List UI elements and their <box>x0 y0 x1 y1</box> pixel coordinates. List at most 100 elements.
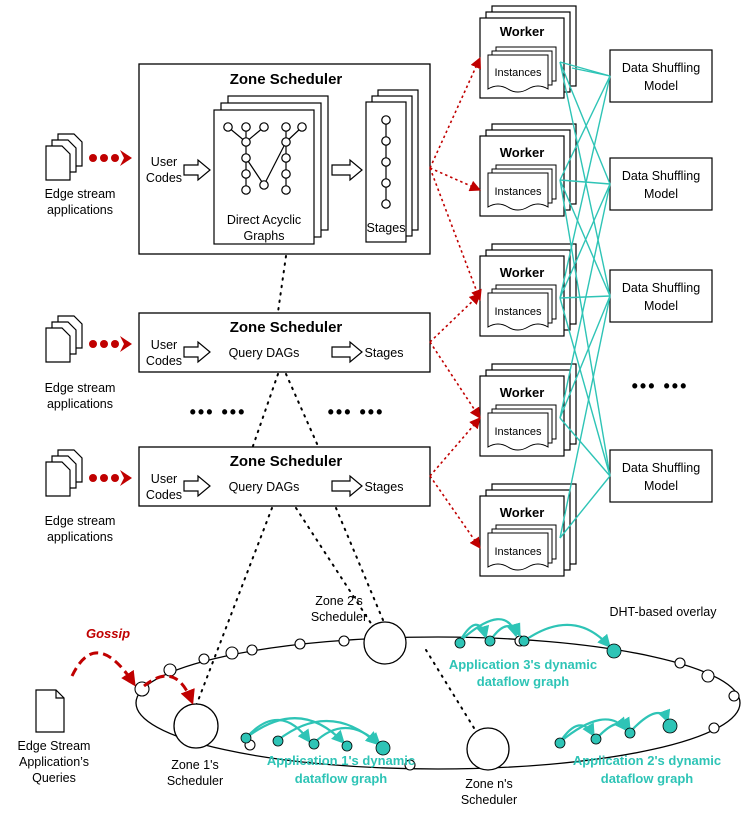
edge-app-label-line2: applications <box>47 530 113 544</box>
dotted-connectors <box>195 255 475 729</box>
edge-app-group-1: Edge stream applications <box>45 133 132 217</box>
document-stack-icon <box>45 315 83 363</box>
data-shuffling-line2: Model <box>644 187 678 201</box>
data-shuffling-line1: Data Shuffling <box>622 61 700 75</box>
document-stack-icon <box>45 133 83 181</box>
edge-app-group-2: Edge stream applications <box>45 315 132 411</box>
worker-4: Worker Instances <box>479 363 577 457</box>
user-codes-line1: User <box>151 155 177 169</box>
worker-1: Worker Instances <box>479 5 577 99</box>
zonen-scheduler-node <box>466 727 510 771</box>
data-shuffling-model-1: Data Shuffling Model <box>609 49 713 103</box>
worker-2: Worker Instances <box>479 123 577 217</box>
edge-app-group-3: Edge stream applications <box>45 449 132 544</box>
zone1-scheduler-node <box>173 703 219 749</box>
edge-app-label-line1: Edge stream <box>45 381 116 395</box>
worker-title: Worker <box>500 265 545 280</box>
worker-title: Worker <box>500 145 545 160</box>
data-shuffling-line2: Model <box>644 299 678 313</box>
instances-label: Instances <box>494 186 542 198</box>
queries-document-icon <box>35 689 65 733</box>
data-shuffling-model-3: Data Shuffling Model <box>609 269 713 323</box>
block-arrow <box>183 474 211 498</box>
app3-dataflow: Application 3's dynamic dataflow graph <box>449 618 622 689</box>
zone2-scheduler-node <box>363 621 407 665</box>
zone2-label-line1: Zone 2's <box>315 594 363 608</box>
ellipsis-shuffling: ••• ••• <box>632 376 689 396</box>
zone-scheduler-large: Zone Scheduler User Codes Direct Acyclic… <box>138 63 431 255</box>
zone2-label-line2: Scheduler <box>311 610 367 624</box>
app2-label-line1: Application 2's dynamic <box>573 753 721 768</box>
dag-label-line2: Graphs <box>244 229 285 243</box>
dag-graph <box>223 122 307 195</box>
data-shuffling-model-4: Data Shuffling Model <box>609 449 713 503</box>
block-arrow <box>183 158 211 182</box>
zone1-label-line2: Scheduler <box>167 774 223 788</box>
red-dotted-arrow <box>89 336 132 352</box>
document-stack-icon <box>45 449 83 497</box>
block-arrow <box>183 340 211 364</box>
ellipsis-left: ••• ••• <box>190 402 247 422</box>
app3-label-line1: Application 3's dynamic <box>449 657 597 672</box>
queries-label-line3: Queries <box>32 771 76 785</box>
query-dags-label: Query DAGs <box>229 346 300 360</box>
red-dotted-arrow <box>89 150 132 166</box>
zone-scheduler-small-2: Zone Scheduler User Codes Query DAGs Sta… <box>138 446 431 507</box>
zone-scheduler-small-1: Zone Scheduler User Codes Query DAGs Sta… <box>138 312 431 373</box>
user-codes-line1: User <box>151 472 177 486</box>
edge-app-label-line2: applications <box>47 397 113 411</box>
instances-label: Instances <box>494 67 542 79</box>
edge-app-label-line2: applications <box>47 203 113 217</box>
dag-label-line1: Direct Acyclic <box>227 213 301 227</box>
user-codes-line2: Codes <box>146 354 182 368</box>
zone-scheduler-title: Zone Scheduler <box>230 71 343 88</box>
zone-scheduler-title: Zone Scheduler <box>230 453 343 470</box>
user-codes-line1: User <box>151 338 177 352</box>
block-arrow <box>331 158 363 182</box>
data-shuffling-line1: Data Shuffling <box>622 461 700 475</box>
zonen-label-line2: Scheduler <box>461 793 517 807</box>
user-codes-line2: Codes <box>146 171 182 185</box>
worker-title: Worker <box>500 505 545 520</box>
red-dotted-arrow <box>89 470 132 486</box>
gossip-flow: Gossip <box>70 626 195 705</box>
dht-overlay: DHT-based overlay Zone 2's Scheduler Zon… <box>18 594 741 807</box>
overlay-title: DHT-based overlay <box>610 605 718 619</box>
app1-label-line2: dataflow graph <box>295 771 388 786</box>
edge-app-label-line1: Edge stream <box>45 514 116 528</box>
block-arrow <box>331 474 363 498</box>
app1-label-line1: Application 1's dynamic <box>267 753 415 768</box>
ellipsis-right: ••• ••• <box>328 402 385 422</box>
stages-label: Stages <box>365 480 404 494</box>
zone-scheduler-title: Zone Scheduler <box>230 319 343 336</box>
stages-label: Stages <box>365 346 404 360</box>
query-dags-label: Query DAGs <box>229 480 300 494</box>
edge-app-label-line1: Edge stream <box>45 187 116 201</box>
worker-3: Worker Instances <box>479 243 577 337</box>
queries-label-line2: Application’s <box>19 755 89 769</box>
data-shuffling-line1: Data Shuffling <box>622 281 700 295</box>
instances-label: Instances <box>494 306 542 318</box>
block-arrow <box>331 340 363 364</box>
data-shuffling-line2: Model <box>644 479 678 493</box>
data-shuffling-model-2: Data Shuffling Model <box>609 157 713 211</box>
instances-label: Instances <box>494 546 542 558</box>
queries-label-line1: Edge Stream <box>18 739 91 753</box>
app2-dataflow: Application 2's dynamic dataflow graph <box>554 708 721 786</box>
stages-chain <box>381 115 391 209</box>
zonen-label-line1: Zone n's <box>465 777 513 791</box>
dispatch-arrows <box>429 56 482 549</box>
data-shuffling-line2: Model <box>644 79 678 93</box>
app2-label-line2: dataflow graph <box>601 771 694 786</box>
zone1-label-line1: Zone 1's <box>171 758 219 772</box>
worker-title: Worker <box>500 385 545 400</box>
app1-dataflow: Application 1's dynamic dataflow graph <box>240 717 415 786</box>
worker-5: Worker Instances <box>479 483 577 577</box>
user-codes-line2: Codes <box>146 488 182 502</box>
instances-label: Instances <box>494 426 542 438</box>
stages-label: Stages <box>367 221 406 235</box>
overlay-ring <box>135 636 741 770</box>
gossip-label: Gossip <box>86 626 130 641</box>
data-shuffling-line1: Data Shuffling <box>622 169 700 183</box>
